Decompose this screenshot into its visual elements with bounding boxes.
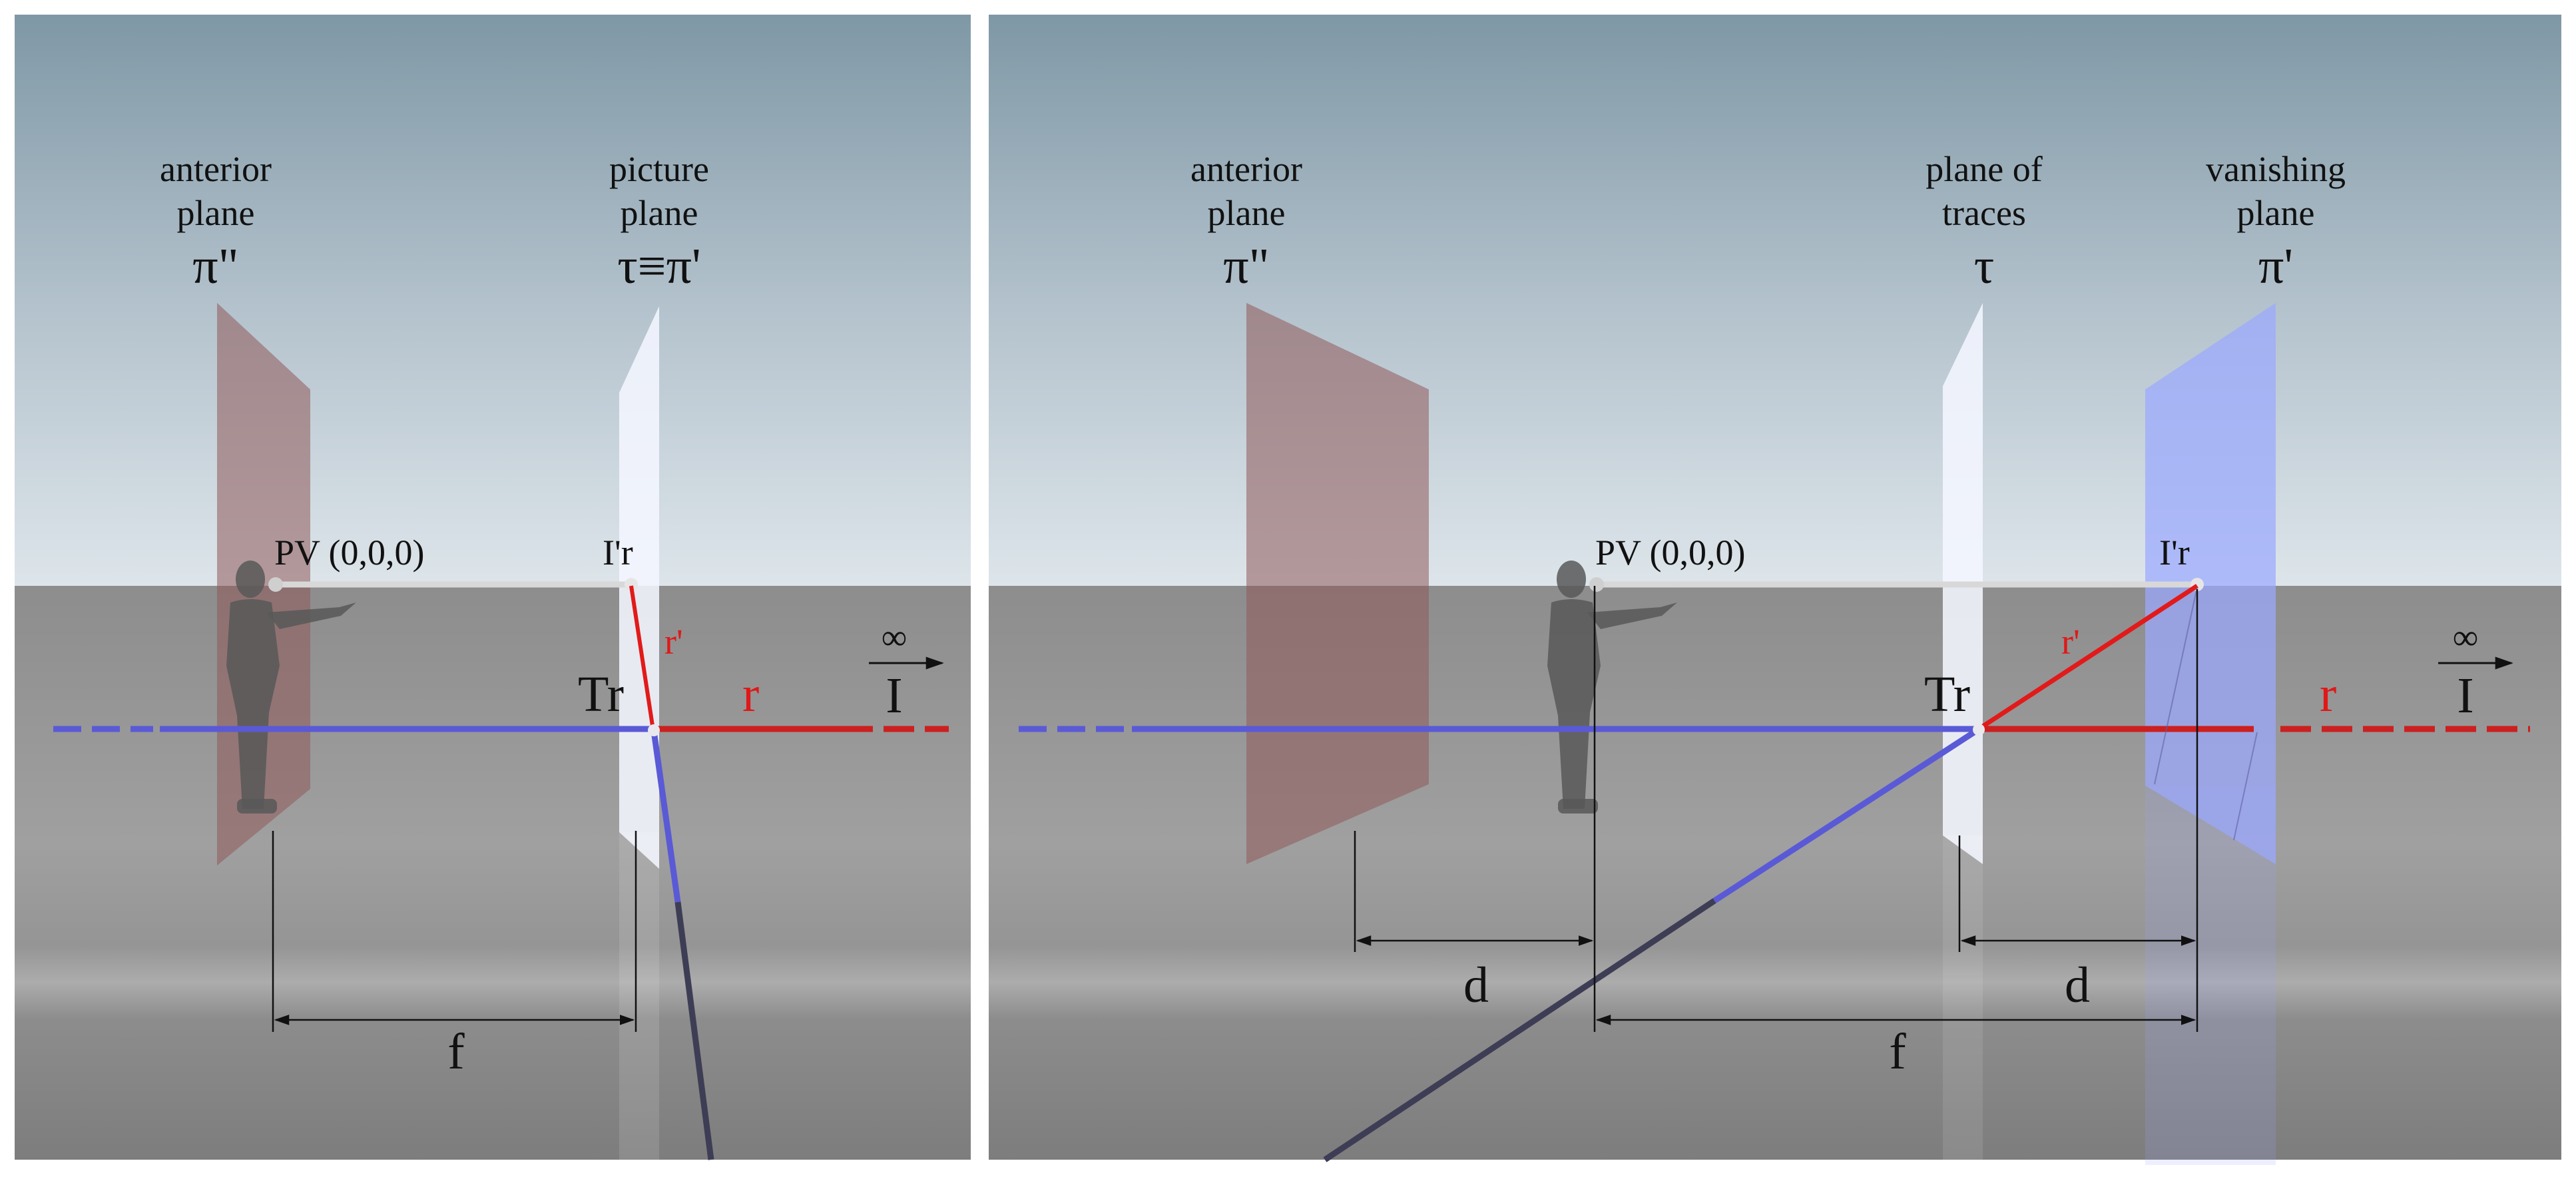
right-anterior-symbol: π" — [1223, 238, 1269, 294]
left-tr-point — [648, 724, 660, 736]
right-observer-silhouette — [1547, 561, 1677, 814]
left-line-r-prime — [629, 585, 654, 726]
left-observer-silhouette — [226, 561, 356, 814]
right-blue-diagonal — [1712, 728, 1978, 903]
left-dark-diagonal — [674, 901, 714, 1160]
right-f-label: f — [1889, 1024, 1906, 1080]
left-anterior-label-2: plane — [177, 193, 255, 233]
left-pv-point — [268, 577, 283, 592]
left-infinity-label: ∞ — [882, 617, 907, 657]
left-sky — [15, 15, 971, 586]
left-r-prime-label: r' — [664, 622, 683, 662]
right-r-prime-label: r' — [2061, 622, 2080, 662]
right-vanishing-label-2: plane — [2237, 193, 2315, 233]
right-panel: anterior plane π" plane of traces τ vani… — [989, 15, 2561, 1165]
left-r-label: r — [742, 666, 759, 722]
right-traces-symbol: τ — [1974, 238, 1995, 294]
right-tr-label: Tr — [1924, 666, 1970, 722]
right-traces-label-1: plane of — [1926, 149, 2042, 189]
left-ground — [15, 586, 971, 1160]
right-traces-label-2: traces — [1942, 193, 2026, 233]
left-anterior-symbol: π" — [192, 238, 238, 294]
right-r-label: r — [2320, 666, 2336, 722]
left-anterior-label-1: anterior — [160, 149, 272, 189]
left-ir-point — [625, 578, 638, 591]
right-line-r-prime — [1979, 584, 2198, 730]
right-vanishing-symbol: π' — [2258, 238, 2293, 294]
left-picture-label-1: picture — [609, 149, 709, 189]
right-sky — [989, 15, 2561, 586]
left-blue-diagonal — [650, 730, 681, 903]
right-anterior-label-2: plane — [1208, 193, 1286, 233]
left-picture-label-2: plane — [621, 193, 698, 233]
right-d-right-label: d — [2065, 957, 2090, 1013]
right-anterior-label-1: anterior — [1190, 149, 1302, 189]
right-pv-label: PV (0,0,0) — [1595, 533, 1746, 573]
right-vanishing-plane — [2145, 303, 2276, 864]
right-dark-diagonal — [1323, 898, 1716, 1162]
right-ir-label: I'r — [2159, 533, 2190, 573]
right-pv-point — [1589, 577, 1604, 592]
left-picture-symbol: τ≡π' — [617, 238, 700, 294]
left-i-label: I — [886, 668, 902, 724]
right-vanishing-label-1: vanishing — [2206, 149, 2346, 189]
right-d-left-label: d — [1463, 957, 1489, 1013]
left-ir-label: I'r — [603, 533, 633, 573]
right-infinity-label: ∞ — [2453, 617, 2479, 657]
left-f-label: f — [447, 1024, 465, 1080]
right-anterior-plane — [1246, 303, 1429, 864]
left-pv-label: PV (0,0,0) — [274, 533, 425, 573]
left-tr-label: Tr — [578, 666, 624, 722]
right-tr-point — [1973, 724, 1985, 736]
right-i-label: I — [2457, 668, 2473, 724]
left-panel: anterior plane π" picture plane τ≡π' PV … — [15, 15, 971, 1165]
